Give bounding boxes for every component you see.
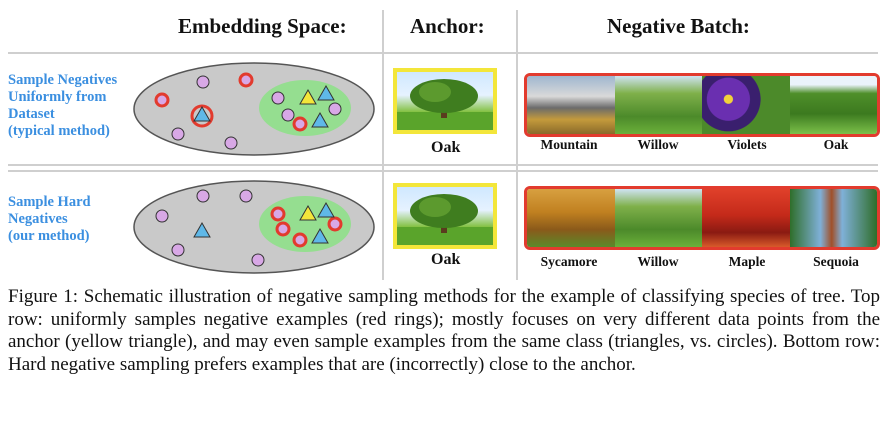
triangle-point <box>311 227 329 244</box>
thumb-willow <box>614 76 702 134</box>
row1-label-line: (typical method) <box>8 123 110 139</box>
row1-negative-batch <box>524 73 880 137</box>
row1-embedding-diagram <box>133 62 375 156</box>
divider-horizontal-middle-2 <box>8 170 878 172</box>
row1-label-line: Uniformly from <box>8 89 107 105</box>
point <box>224 136 238 150</box>
point <box>196 75 210 89</box>
point <box>328 102 342 116</box>
row2-label-line: Negatives <box>8 211 68 227</box>
divider-vertical-2 <box>516 10 518 280</box>
row2-label-line: (our method) <box>8 228 90 244</box>
divider-horizontal-top <box>8 52 878 54</box>
row2-anchor-image <box>393 183 497 249</box>
row1-anchor-label: Oak <box>431 139 461 156</box>
thumb-oak <box>789 76 877 134</box>
point <box>154 92 170 108</box>
oak-tree-icon <box>397 79 493 130</box>
thumb-violets <box>702 76 790 134</box>
point <box>271 91 285 105</box>
row2-batch-label: Sequoia <box>813 254 859 269</box>
figure-caption: Figure 1: Schematic illustration of nega… <box>8 286 880 375</box>
point <box>292 232 308 248</box>
row1-batch-label: Oak <box>823 137 849 152</box>
header-anchor: Anchor: <box>410 14 485 38</box>
point <box>281 108 295 122</box>
row2-batch-label: Willow <box>637 254 679 269</box>
thumb-mountain <box>527 76 615 134</box>
thumb-willow <box>614 189 702 247</box>
anchor-triangle <box>299 88 317 105</box>
thumb-sycamore <box>527 189 615 247</box>
triangle-point <box>317 201 335 218</box>
point <box>196 189 210 203</box>
header-embedding-space: Embedding Space: <box>178 14 347 38</box>
row1-batch-label: Mountain <box>540 137 598 152</box>
row2-batch-label: Maple <box>728 254 766 269</box>
row2-batch-label: Sycamore <box>540 254 598 269</box>
row2-negative-batch <box>524 186 880 250</box>
row1-label-line: Dataset <box>8 106 55 122</box>
header-negative-batch: Negative Batch: <box>607 14 750 38</box>
anchor-triangle <box>299 204 317 221</box>
triangle-point <box>317 84 335 101</box>
row2-anchor-label: Oak <box>431 251 461 268</box>
row1-label-line: Sample Negatives <box>8 72 118 88</box>
thumb-sequoia <box>789 189 877 247</box>
divider-horizontal-middle <box>8 164 878 166</box>
row2-label: Sample Hard Negatives (our method) <box>8 194 91 245</box>
thumb-maple <box>702 189 790 247</box>
row2-label-line: Sample Hard <box>8 194 91 210</box>
row1-label: Sample Negatives Uniformly from Dataset … <box>8 72 117 140</box>
point <box>171 243 185 257</box>
row1-batch-label: Violets <box>727 137 767 152</box>
point <box>275 221 291 237</box>
point <box>155 209 169 223</box>
triangle-point <box>193 221 211 238</box>
point <box>292 116 308 132</box>
row1-batch-label: Willow <box>637 137 679 152</box>
point <box>171 127 185 141</box>
divider-vertical-1 <box>382 10 384 280</box>
oak-tree-icon <box>397 194 493 245</box>
triangle-point <box>193 105 211 122</box>
point <box>251 253 265 267</box>
row2-embedding-diagram <box>133 180 375 274</box>
point <box>327 216 343 232</box>
point <box>238 72 254 88</box>
point <box>239 189 253 203</box>
point <box>270 206 286 222</box>
triangle-point <box>311 111 329 128</box>
row1-anchor-image <box>393 68 497 134</box>
